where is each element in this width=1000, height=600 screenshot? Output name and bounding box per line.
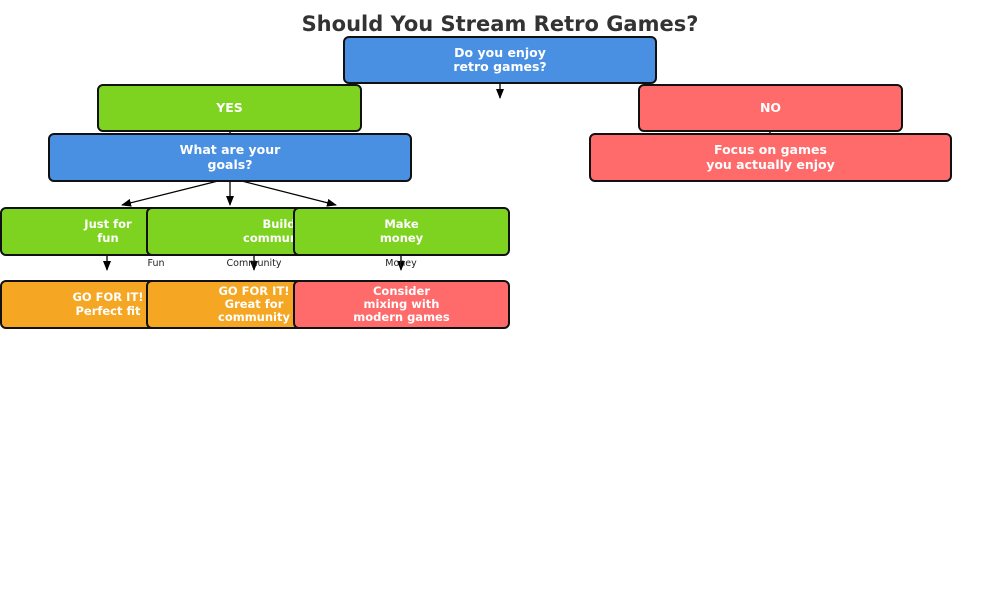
goals-to-money-arrow [229, 177, 337, 207]
yes-node: YES [97, 84, 362, 132]
diagram-title: Should You Stream Retro Games? [301, 12, 699, 36]
edge-label-money: Money [385, 258, 417, 269]
goals-question-node: What are your goals? [48, 133, 412, 182]
money-result-node: Consider mixing with modern games [293, 280, 510, 329]
option-money-node: Make money [293, 207, 510, 256]
no-result-label: Focus on games you actually enjoy [706, 142, 835, 172]
option-money-label: Make money [379, 217, 424, 245]
goals-to-fun-arrow [121, 177, 231, 207]
fun-result-label: GO FOR IT! Perfect fit [72, 290, 144, 318]
root-question-label: Do you enjoy retro games? [453, 44, 547, 74]
root-question-node: Do you enjoy retro games? [343, 36, 657, 84]
yes-label: YES [216, 99, 243, 115]
community-result-label: GO FOR IT! Great for community [218, 283, 290, 325]
no-label: NO [759, 99, 782, 115]
edge-label-fun: Fun [147, 258, 165, 269]
no-result-node: Focus on games you actually enjoy [589, 133, 952, 182]
money-result-label: Consider mixing with modern games [353, 283, 450, 325]
goals-question-label: What are your goals? [179, 142, 281, 172]
no-node: NO [638, 84, 903, 132]
edge-label-community: Community [226, 258, 282, 269]
option-fun-label: Just for fun [84, 217, 132, 245]
